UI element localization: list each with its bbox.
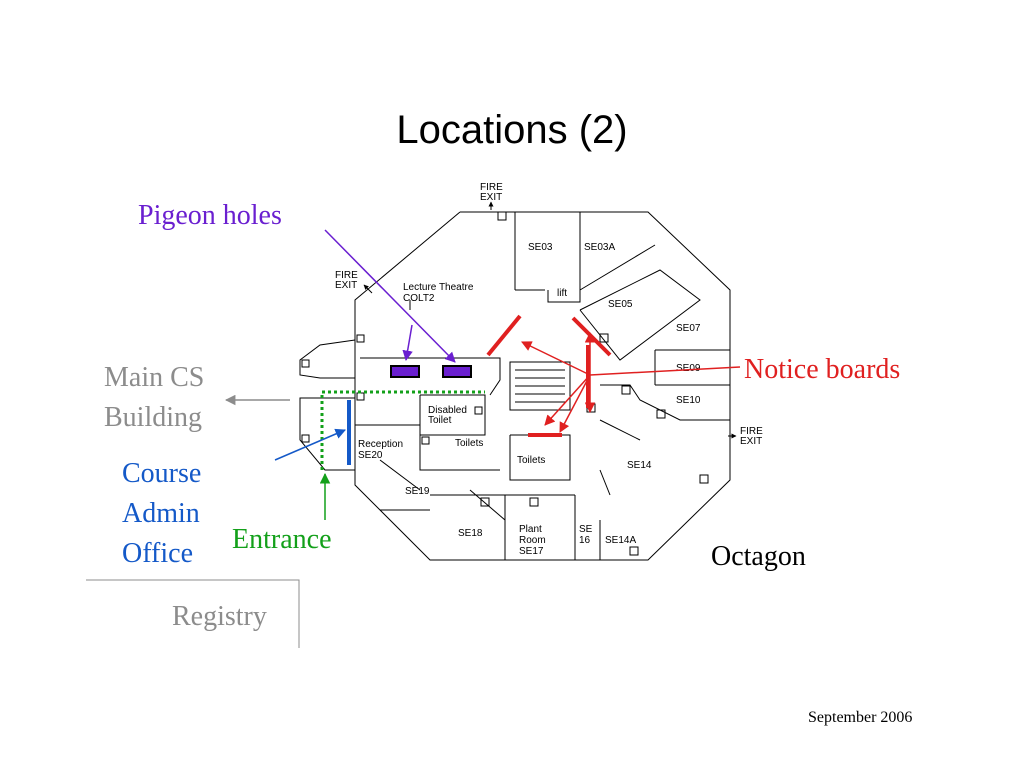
fire-exit-east-line2: EXIT — [740, 436, 762, 447]
toilets-west: Toilets — [455, 438, 483, 449]
fire-exit-west-line1: FIRE — [335, 270, 358, 281]
pigeon-hole-box-2 — [442, 365, 472, 378]
course-line3: Office — [122, 538, 193, 569]
octagon-label: Octagon — [711, 541, 806, 572]
lecture-theatre-line2: COLT2 — [403, 293, 435, 304]
pigeon-hole-box-1 — [390, 365, 420, 378]
notice-arrow-2 — [544, 374, 591, 426]
room-se16-line2: 16 — [579, 535, 591, 546]
fire-exit-west-line2: EXIT — [335, 280, 357, 291]
fire-exit-east-line1: FIRE — [740, 426, 763, 437]
room-se07: SE07 — [676, 323, 701, 334]
toilets-central: Toilets — [517, 455, 545, 466]
course-line2: Admin — [122, 498, 200, 529]
notice-arrow-trunk — [589, 366, 741, 376]
notice-board-1 — [486, 314, 522, 357]
main-cs-line2: Building — [104, 402, 203, 433]
pigeon-holes-arrow-2 — [402, 324, 413, 362]
notice-arrow-1 — [521, 341, 591, 376]
room-se09: SE09 — [676, 363, 701, 374]
reception-line1: Reception — [358, 439, 403, 450]
fire-exit-north-line1: FIRE — [480, 182, 503, 193]
entrance-label: Entrance — [232, 524, 332, 555]
registry-label: Registry — [172, 601, 267, 632]
pigeon-holes-arrow-1 — [324, 229, 456, 363]
plant-room-line1: Plant — [519, 524, 542, 535]
disabled-toilet-line1: Disabled — [428, 405, 467, 416]
reception-line2: SE20 — [358, 450, 383, 461]
entrance-path — [320, 390, 485, 470]
door-markers — [301, 211, 709, 556]
fire-exit-west-arrow — [363, 284, 373, 294]
room-se14a: SE14A — [605, 535, 636, 546]
main-cs-building-label: Main CS Building — [104, 358, 204, 438]
pigeon-holes-label: Pigeon holes — [138, 200, 282, 231]
room-se03a: SE03A — [584, 242, 615, 253]
room-se19: SE19 — [405, 486, 430, 497]
building-walls — [299, 211, 731, 561]
lift-label: lift — [557, 288, 567, 299]
room-se18: SE18 — [458, 528, 483, 539]
slide-title: Locations (2) — [396, 108, 628, 152]
notice-arrow-3 — [559, 374, 591, 433]
course-admin-arrow — [274, 428, 346, 461]
room-se05: SE05 — [608, 299, 633, 310]
course-line1: Course — [122, 458, 202, 489]
disabled-toilet-line2: Toilet — [428, 415, 452, 426]
plant-room-line2: Room — [519, 535, 546, 546]
notice-boards-label: Notice boards — [744, 354, 901, 385]
plant-room-line3: SE17 — [519, 546, 544, 557]
room-se10: SE10 — [676, 395, 701, 406]
registry-outline — [86, 579, 300, 648]
room-se03: SE03 — [528, 242, 553, 253]
room-se16-line1: SE — [579, 524, 593, 535]
footer-date: September 2006 — [808, 709, 913, 726]
room-se14: SE14 — [627, 460, 652, 471]
course-admin-office-label: Course Admin Office — [122, 454, 201, 574]
fire-exit-north-line2: EXIT — [480, 192, 502, 203]
main-cs-line1: Main CS — [104, 362, 205, 393]
notice-board-2 — [571, 316, 612, 357]
lecture-theatre-line1: Lecture Theatre — [403, 282, 474, 293]
